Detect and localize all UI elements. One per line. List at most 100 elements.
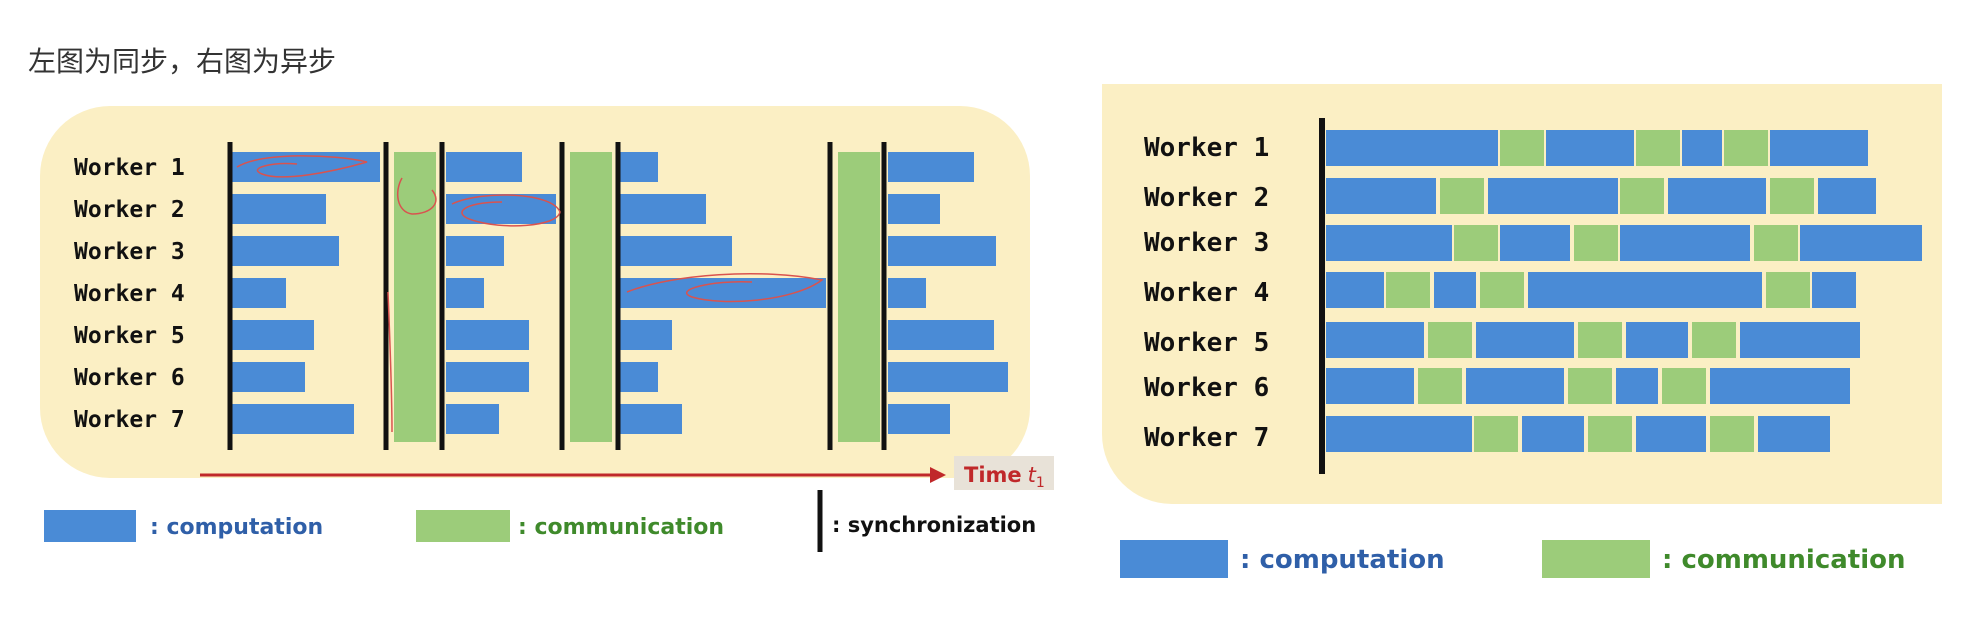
computation-block: [1476, 322, 1574, 358]
computation-block: [1682, 130, 1722, 166]
legend-computation-label: : computation: [150, 515, 323, 540]
computation-block: [446, 152, 522, 182]
computation-block: [620, 194, 706, 224]
computation-block: [1616, 368, 1658, 404]
async-worker-labels: Worker 1 Worker 2 Worker 3 Worker 4 Work…: [1144, 133, 1269, 453]
async-row-worker-2: [1326, 178, 1876, 214]
communication-block: [1480, 272, 1524, 308]
communication-block: [1568, 368, 1612, 404]
computation-block: [1326, 322, 1424, 358]
computation-block: [232, 320, 314, 350]
async-worker-label: Worker 1: [1144, 133, 1269, 163]
page-caption: 左图为同步，右图为异步: [28, 45, 337, 78]
sync-worker-label: Worker 5: [74, 323, 185, 349]
computation-block: [1326, 272, 1384, 308]
async-row-worker-6: [1326, 368, 1850, 404]
computation-block: [1466, 368, 1564, 404]
computation-block: [446, 320, 529, 350]
time-label-variable: t: [1028, 463, 1037, 487]
computation-block: [1434, 272, 1476, 308]
communication-block: [1754, 225, 1798, 261]
computation-block: [1528, 272, 1762, 308]
sync-diagram: Worker 1 Worker 2 Worker 3 Worker 4 Work…: [40, 106, 1054, 552]
communication-block: [1692, 322, 1736, 358]
communication-block: [1710, 416, 1754, 452]
computation-block: [232, 404, 354, 434]
communication-block: [394, 152, 436, 442]
communication-block: [1454, 225, 1498, 261]
computation-block: [1770, 130, 1868, 166]
communication-block: [1574, 225, 1618, 261]
scribble: [396, 177, 437, 215]
sync-worker-label: Worker 4: [74, 281, 185, 307]
computation-block: [888, 278, 926, 308]
communication-block: [838, 152, 880, 442]
time-label-index: 1: [1036, 475, 1045, 491]
computation-block: [1812, 272, 1856, 308]
legend-synchronization-label: : synchronization: [832, 513, 1036, 537]
async-row-worker-3: [1326, 225, 1922, 261]
scribble: [387, 291, 393, 433]
computation-block: [888, 236, 996, 266]
computation-block: [620, 236, 732, 266]
computation-block: [1620, 225, 1750, 261]
computation-block: [888, 152, 974, 182]
computation-block: [232, 152, 380, 182]
time-arrow-head: [930, 467, 946, 483]
communication-block: [1386, 272, 1430, 308]
legend-computation-swatch: [1120, 540, 1228, 578]
legend-computation-swatch: [44, 510, 136, 542]
computation-block: [1636, 416, 1706, 452]
time-label-box: [954, 456, 1054, 490]
computation-block: [1546, 130, 1634, 166]
async-background-corner: [1102, 84, 1242, 164]
computation-block: [888, 404, 950, 434]
async-worker-label: Worker 6: [1144, 373, 1269, 403]
async-row-worker-4: [1326, 272, 1856, 308]
communication-block: [1770, 178, 1814, 214]
async-worker-label: Worker 2: [1144, 183, 1269, 213]
computation-block: [888, 362, 1008, 392]
computation-block: [232, 278, 286, 308]
computation-block: [1758, 416, 1830, 452]
computation-block: [1488, 178, 1618, 214]
async-worker-label: Worker 4: [1144, 278, 1269, 308]
legend-communication-label: : communication: [1662, 545, 1906, 575]
sync-worker-labels: Worker 1 Worker 2 Worker 3 Worker 4 Work…: [74, 155, 185, 433]
sync-worker-label: Worker 6: [74, 365, 185, 391]
communication-block: [1724, 130, 1768, 166]
communication-block: [1636, 130, 1680, 166]
communication-block: [1578, 322, 1622, 358]
sync-lines: [227, 142, 887, 450]
computation-block: [888, 194, 940, 224]
red-annotation-scribbles: [236, 155, 824, 433]
computation-block: [620, 362, 658, 392]
computation-block: [446, 278, 484, 308]
async-row-worker-5: [1326, 322, 1860, 358]
computation-block: [620, 152, 658, 182]
computation-block: [446, 236, 504, 266]
computation-block: [1740, 322, 1860, 358]
communication-block: [1588, 416, 1632, 452]
computation-block: [888, 320, 994, 350]
sync-communication-blocks: [394, 152, 880, 442]
computation-block: [232, 236, 339, 266]
computation-block: [1326, 225, 1452, 261]
computation-block: [1326, 178, 1436, 214]
scribble: [626, 273, 824, 303]
communication-block: [1474, 416, 1518, 452]
async-worker-label: Worker 7: [1144, 423, 1269, 453]
computation-block: [446, 362, 529, 392]
sync-worker-label: Worker 7: [74, 407, 185, 433]
computation-block: [1326, 130, 1498, 166]
sync-worker-label: Worker 1: [74, 155, 185, 181]
communication-block: [1620, 178, 1664, 214]
computation-block: [446, 404, 499, 434]
async-worker-label: Worker 3: [1144, 228, 1269, 258]
communication-block: [570, 152, 612, 442]
communication-block: [1662, 368, 1706, 404]
computation-block: [1668, 178, 1766, 214]
computation-block: [1818, 178, 1876, 214]
computation-block: [1710, 368, 1850, 404]
